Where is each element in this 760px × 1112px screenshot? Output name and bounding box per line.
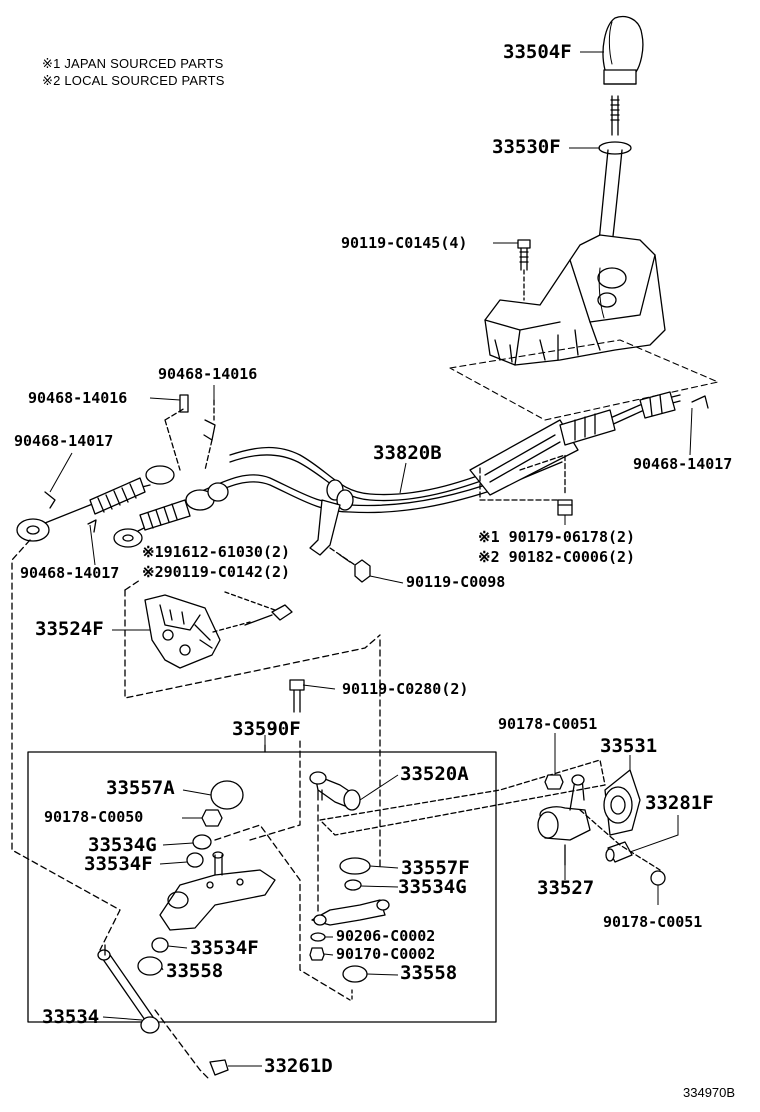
label-90178-C0051-b[interactable]: 90178-C0051 <box>603 913 703 931</box>
bolt-90119-C0145 <box>517 239 531 301</box>
sub-assembly-33590F-box <box>27 751 497 1023</box>
label-33281F[interactable]: 33281F <box>645 792 714 814</box>
label-33261D[interactable]: 33261D <box>264 1055 333 1077</box>
label-33534G-a[interactable]: 33534G <box>88 834 157 856</box>
figure-id: 334970B <box>683 1085 736 1100</box>
label-33558-a[interactable]: 33558 <box>166 960 224 982</box>
label-33504F[interactable]: 33504F <box>503 41 572 63</box>
select-lever-right <box>311 899 390 926</box>
label-90468-14017-a[interactable]: 90468-14017 <box>14 432 114 450</box>
label-90178-C0050[interactable]: 90178-C0050 <box>44 808 144 826</box>
clip-90468-14017-a <box>44 491 56 509</box>
cap-33558-a <box>137 956 163 976</box>
label-90179-06178[interactable]: ※1 90179-06178(2) <box>478 528 636 546</box>
screw-91612-61030 <box>244 604 293 626</box>
label-33557F[interactable]: 33557F <box>401 857 470 879</box>
select-lever-plate <box>159 851 276 931</box>
cap-33557A <box>210 780 244 810</box>
label-90119-C0145[interactable]: 90119-C0145(4) <box>341 234 468 252</box>
bush-33534F <box>186 852 204 868</box>
label-90119-C0280[interactable]: 90119-C0280(2) <box>342 680 469 698</box>
cable-assembly-33820B <box>16 391 681 556</box>
nut-90170-C0002 <box>309 947 325 961</box>
nut-90178-C0050 <box>201 809 223 827</box>
clip-90468-14017-c <box>691 395 709 409</box>
nut-90178-C0051-a <box>544 774 564 790</box>
label-90468-14016-b[interactable]: 90468-14016 <box>158 365 258 383</box>
label-33527[interactable]: 33527 <box>537 877 595 899</box>
label-90468-14016-a[interactable]: 90468-14016 <box>28 389 128 407</box>
label-33531[interactable]: 33531 <box>600 735 658 757</box>
clip-90468-14017-b <box>87 519 97 533</box>
nut-90178-C0051-b <box>650 870 666 886</box>
label-33557A[interactable]: 33557A <box>106 777 175 799</box>
lever-33520A <box>309 771 361 811</box>
label-91612-61030[interactable]: ※191612-61030(2) <box>142 543 291 561</box>
label-90170-C0002[interactable]: 90170-C0002 <box>336 945 436 963</box>
label-33524F[interactable]: 33524F <box>35 618 104 640</box>
label-33534F-a[interactable]: 33534F <box>84 853 153 875</box>
shift-lever-housing <box>484 234 666 366</box>
lever-33527 <box>537 774 591 866</box>
pin-33281F <box>605 841 633 863</box>
label-33820B[interactable]: 33820B <box>373 442 442 464</box>
label-90468-14017-b[interactable]: 90468-14017 <box>20 564 120 582</box>
bush-33534F-lower <box>151 937 169 953</box>
clip-33261D <box>209 1059 229 1076</box>
label-90119-C0142[interactable]: ※290119-C0142(2) <box>142 563 291 581</box>
label-33534G-b[interactable]: 33534G <box>398 876 467 898</box>
cap-33557F <box>339 857 371 875</box>
shift-knob-33504F <box>602 15 644 85</box>
label-90206-C0002[interactable]: 90206-C0002 <box>336 927 436 945</box>
label-90468-14017-c[interactable]: 90468-14017 <box>633 455 733 473</box>
washer-33534G <box>192 834 212 850</box>
bolt-90119-C0098 <box>339 554 371 583</box>
clip-90468-14016-a <box>179 394 189 413</box>
bracket-33524F <box>144 594 221 669</box>
washer-90206-C0002 <box>310 932 326 942</box>
bolt-90119-C0280 <box>289 679 305 713</box>
clip-90468-14016-b <box>203 419 216 441</box>
label-90178-C0051-a[interactable]: 90178-C0051 <box>498 715 598 733</box>
label-33520A[interactable]: 33520A <box>400 763 469 785</box>
note-local-sourced: ※2 LOCAL SOURCED PARTS <box>42 73 225 88</box>
nut-90179-06178 <box>557 499 573 516</box>
label-33558-b[interactable]: 33558 <box>400 962 458 984</box>
cap-33558-b <box>342 965 368 983</box>
note-japan-sourced: ※1 JAPAN SOURCED PARTS <box>42 56 224 71</box>
label-33590F[interactable]: 33590F <box>232 718 301 740</box>
washer-33534G-right <box>344 879 362 891</box>
label-90182-C0006[interactable]: ※2 90182-C0006(2) <box>478 548 636 566</box>
label-33534F-b[interactable]: 33534F <box>190 937 259 959</box>
bearing-33531 <box>603 769 641 836</box>
housing-outline <box>449 339 719 421</box>
label-33534[interactable]: 33534 <box>42 1006 100 1028</box>
label-33530F[interactable]: 33530F <box>492 136 561 158</box>
rod-33534 <box>97 944 160 1034</box>
label-90119-C0098[interactable]: 90119-C0098 <box>406 573 506 591</box>
